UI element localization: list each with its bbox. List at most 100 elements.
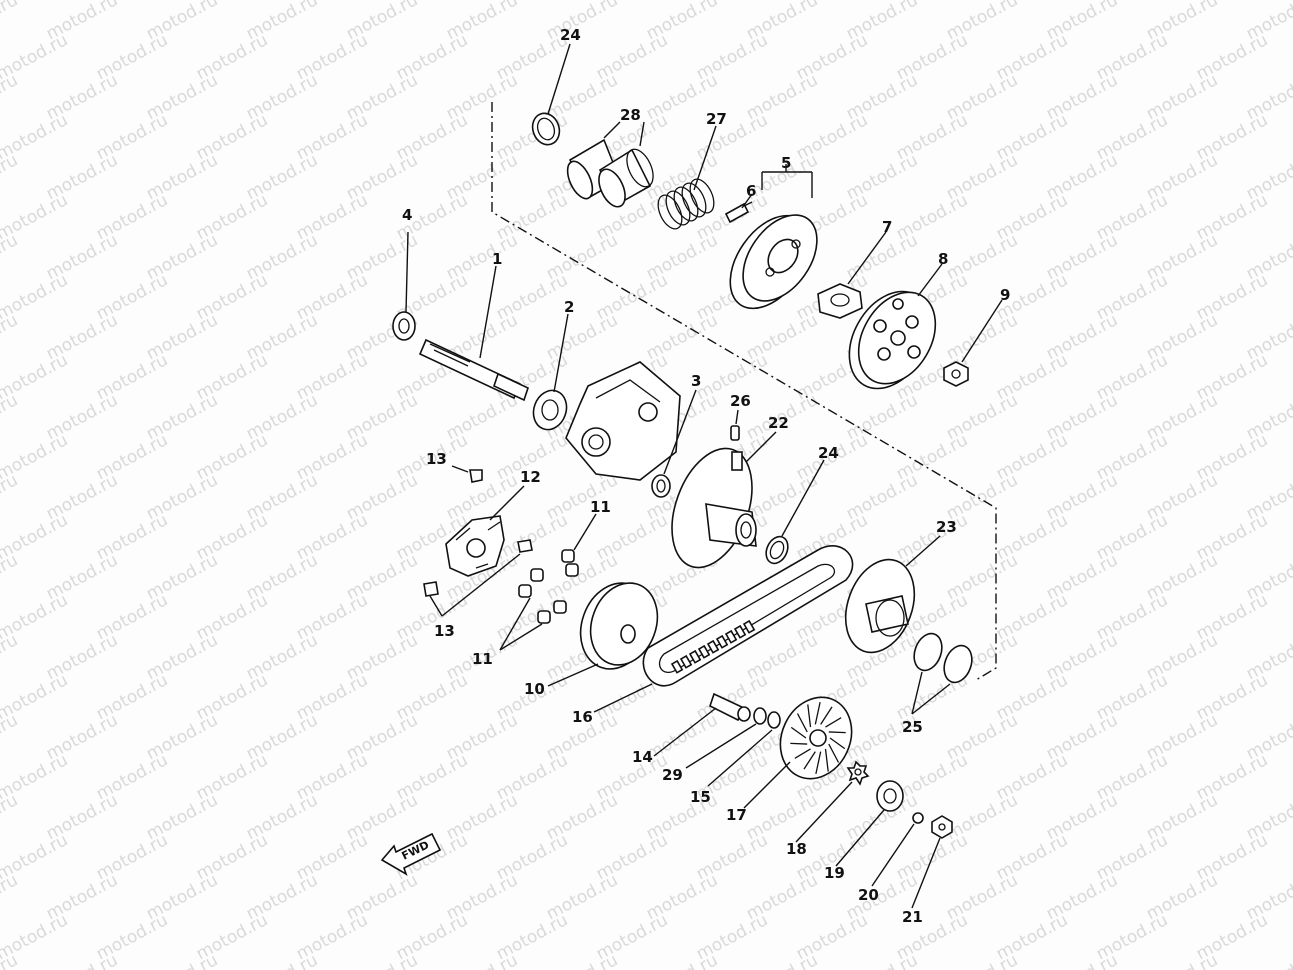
part-washer-29	[753, 707, 767, 725]
watermark-text: motod.ru	[943, 950, 1021, 970]
part-washer-15	[767, 711, 781, 729]
watermark-text: motod.ru	[0, 230, 21, 284]
callout-18: 18	[786, 840, 807, 858]
part-lock-washer	[912, 812, 924, 824]
part-bearing-right	[532, 389, 568, 431]
watermark-text: motod.ru	[43, 950, 121, 970]
callout-23: 23	[936, 518, 957, 536]
watermark-text: motod.ru	[543, 950, 621, 970]
fan-blade	[820, 706, 833, 725]
part-primary-shaft	[418, 338, 529, 402]
watermark-text: motod.ru	[1243, 950, 1293, 970]
fan-blade	[828, 731, 846, 734]
callout-24-lower: 24	[818, 444, 839, 462]
watermark-text: motod.ru	[0, 150, 21, 204]
callout-7: 7	[882, 218, 892, 236]
watermark-text: motod.ru	[143, 950, 221, 970]
watermark-text: motod.ru	[343, 950, 421, 970]
callout-13-top: 13	[426, 450, 447, 468]
callout-3: 3	[691, 372, 701, 390]
callout-9: 9	[1000, 286, 1010, 304]
watermark-text: motod.ru	[0, 390, 21, 444]
callout-4: 4	[402, 206, 412, 224]
part-slider-cam	[445, 515, 505, 577]
callout-28: 28	[620, 106, 641, 124]
watermark-text: motod.ru	[0, 310, 21, 364]
watermark-text: motod.ru	[0, 790, 21, 844]
callout-16: 16	[572, 708, 593, 726]
belt-tooth	[715, 634, 729, 649]
callout-19: 19	[824, 864, 845, 882]
fan-blade	[815, 751, 822, 775]
callout-13-bottom: 13	[434, 622, 455, 640]
part-pin	[724, 201, 753, 224]
callout-8: 8	[938, 250, 948, 268]
watermark-text: motod.ru	[743, 950, 821, 970]
callout-22: 22	[768, 414, 789, 432]
fan-blade	[829, 737, 846, 750]
fan-blade	[790, 726, 807, 739]
watermark-text: motod.ru	[0, 870, 21, 924]
belt-tooth	[733, 624, 747, 639]
callout-20: 20	[858, 886, 879, 904]
part-secondary-sheave	[671, 447, 757, 569]
part-washer-3	[651, 474, 671, 498]
callout-14: 14	[632, 748, 653, 766]
part-clutch-housing	[848, 290, 937, 390]
part-weight-rollers	[518, 549, 579, 624]
fan-blade	[824, 748, 829, 772]
part-fan-sheave	[779, 696, 853, 780]
belt-tooth	[706, 639, 720, 654]
part-v-belt	[642, 545, 854, 687]
part-primary-sheave	[579, 582, 659, 670]
watermark-text: motod.ru	[443, 950, 521, 970]
belt-tooth	[670, 659, 684, 674]
callout-11-top: 11	[590, 498, 611, 516]
belt-tooth	[724, 629, 738, 644]
watermark-text: motod.ru	[1043, 950, 1121, 970]
callout-11-bottom: 11	[472, 650, 493, 668]
part-guide-collars	[566, 138, 654, 208]
part-compression-spring	[657, 178, 715, 230]
belt-tooth	[742, 619, 756, 634]
callout-24-top: 24	[560, 26, 581, 44]
part-star-washer	[846, 760, 870, 786]
part-clip-lower	[423, 581, 439, 597]
callout-5: 5	[781, 154, 791, 172]
watermark-text: motod.ru	[0, 70, 21, 124]
watermark-text: motod.ru	[1143, 950, 1221, 970]
belt-tooth	[688, 649, 702, 664]
part-collar	[709, 692, 751, 722]
fan-blade	[807, 704, 812, 728]
callout-labels: 24 28 27 5 6 7 8 9 4 1 2 3 26 22 24 13 1…	[402, 26, 1010, 926]
watermark-text: motod.ru	[643, 950, 721, 970]
fan-blade	[794, 748, 811, 759]
fan-blade	[828, 743, 840, 763]
part-ratchet	[876, 780, 904, 812]
assembly-boundary	[491, 102, 997, 681]
belt-tooth	[679, 654, 693, 669]
part-clutch-nut	[817, 283, 863, 319]
callout-29: 29	[662, 766, 683, 784]
watermark-text: motod.ru	[0, 550, 21, 604]
part-bearing-left	[392, 311, 416, 341]
watermark-text: motod.ru	[0, 710, 21, 764]
callout-2: 2	[564, 298, 574, 316]
part-clip-upper	[469, 469, 483, 483]
fan-blade	[790, 742, 808, 745]
callout-10: 10	[524, 680, 545, 698]
fan-blade	[803, 751, 816, 770]
part-o-rings	[913, 632, 973, 684]
fan-blade	[825, 717, 842, 728]
part-flange-nut	[943, 361, 969, 387]
leader-lines	[405, 43, 1003, 909]
watermark-text: motod.ru	[0, 470, 21, 524]
callout-27: 27	[706, 110, 727, 128]
callout-25: 25	[902, 718, 923, 736]
callout-6: 6	[746, 182, 756, 200]
part-clip-right	[517, 539, 533, 553]
watermark-text: motod.ru	[0, 0, 21, 44]
